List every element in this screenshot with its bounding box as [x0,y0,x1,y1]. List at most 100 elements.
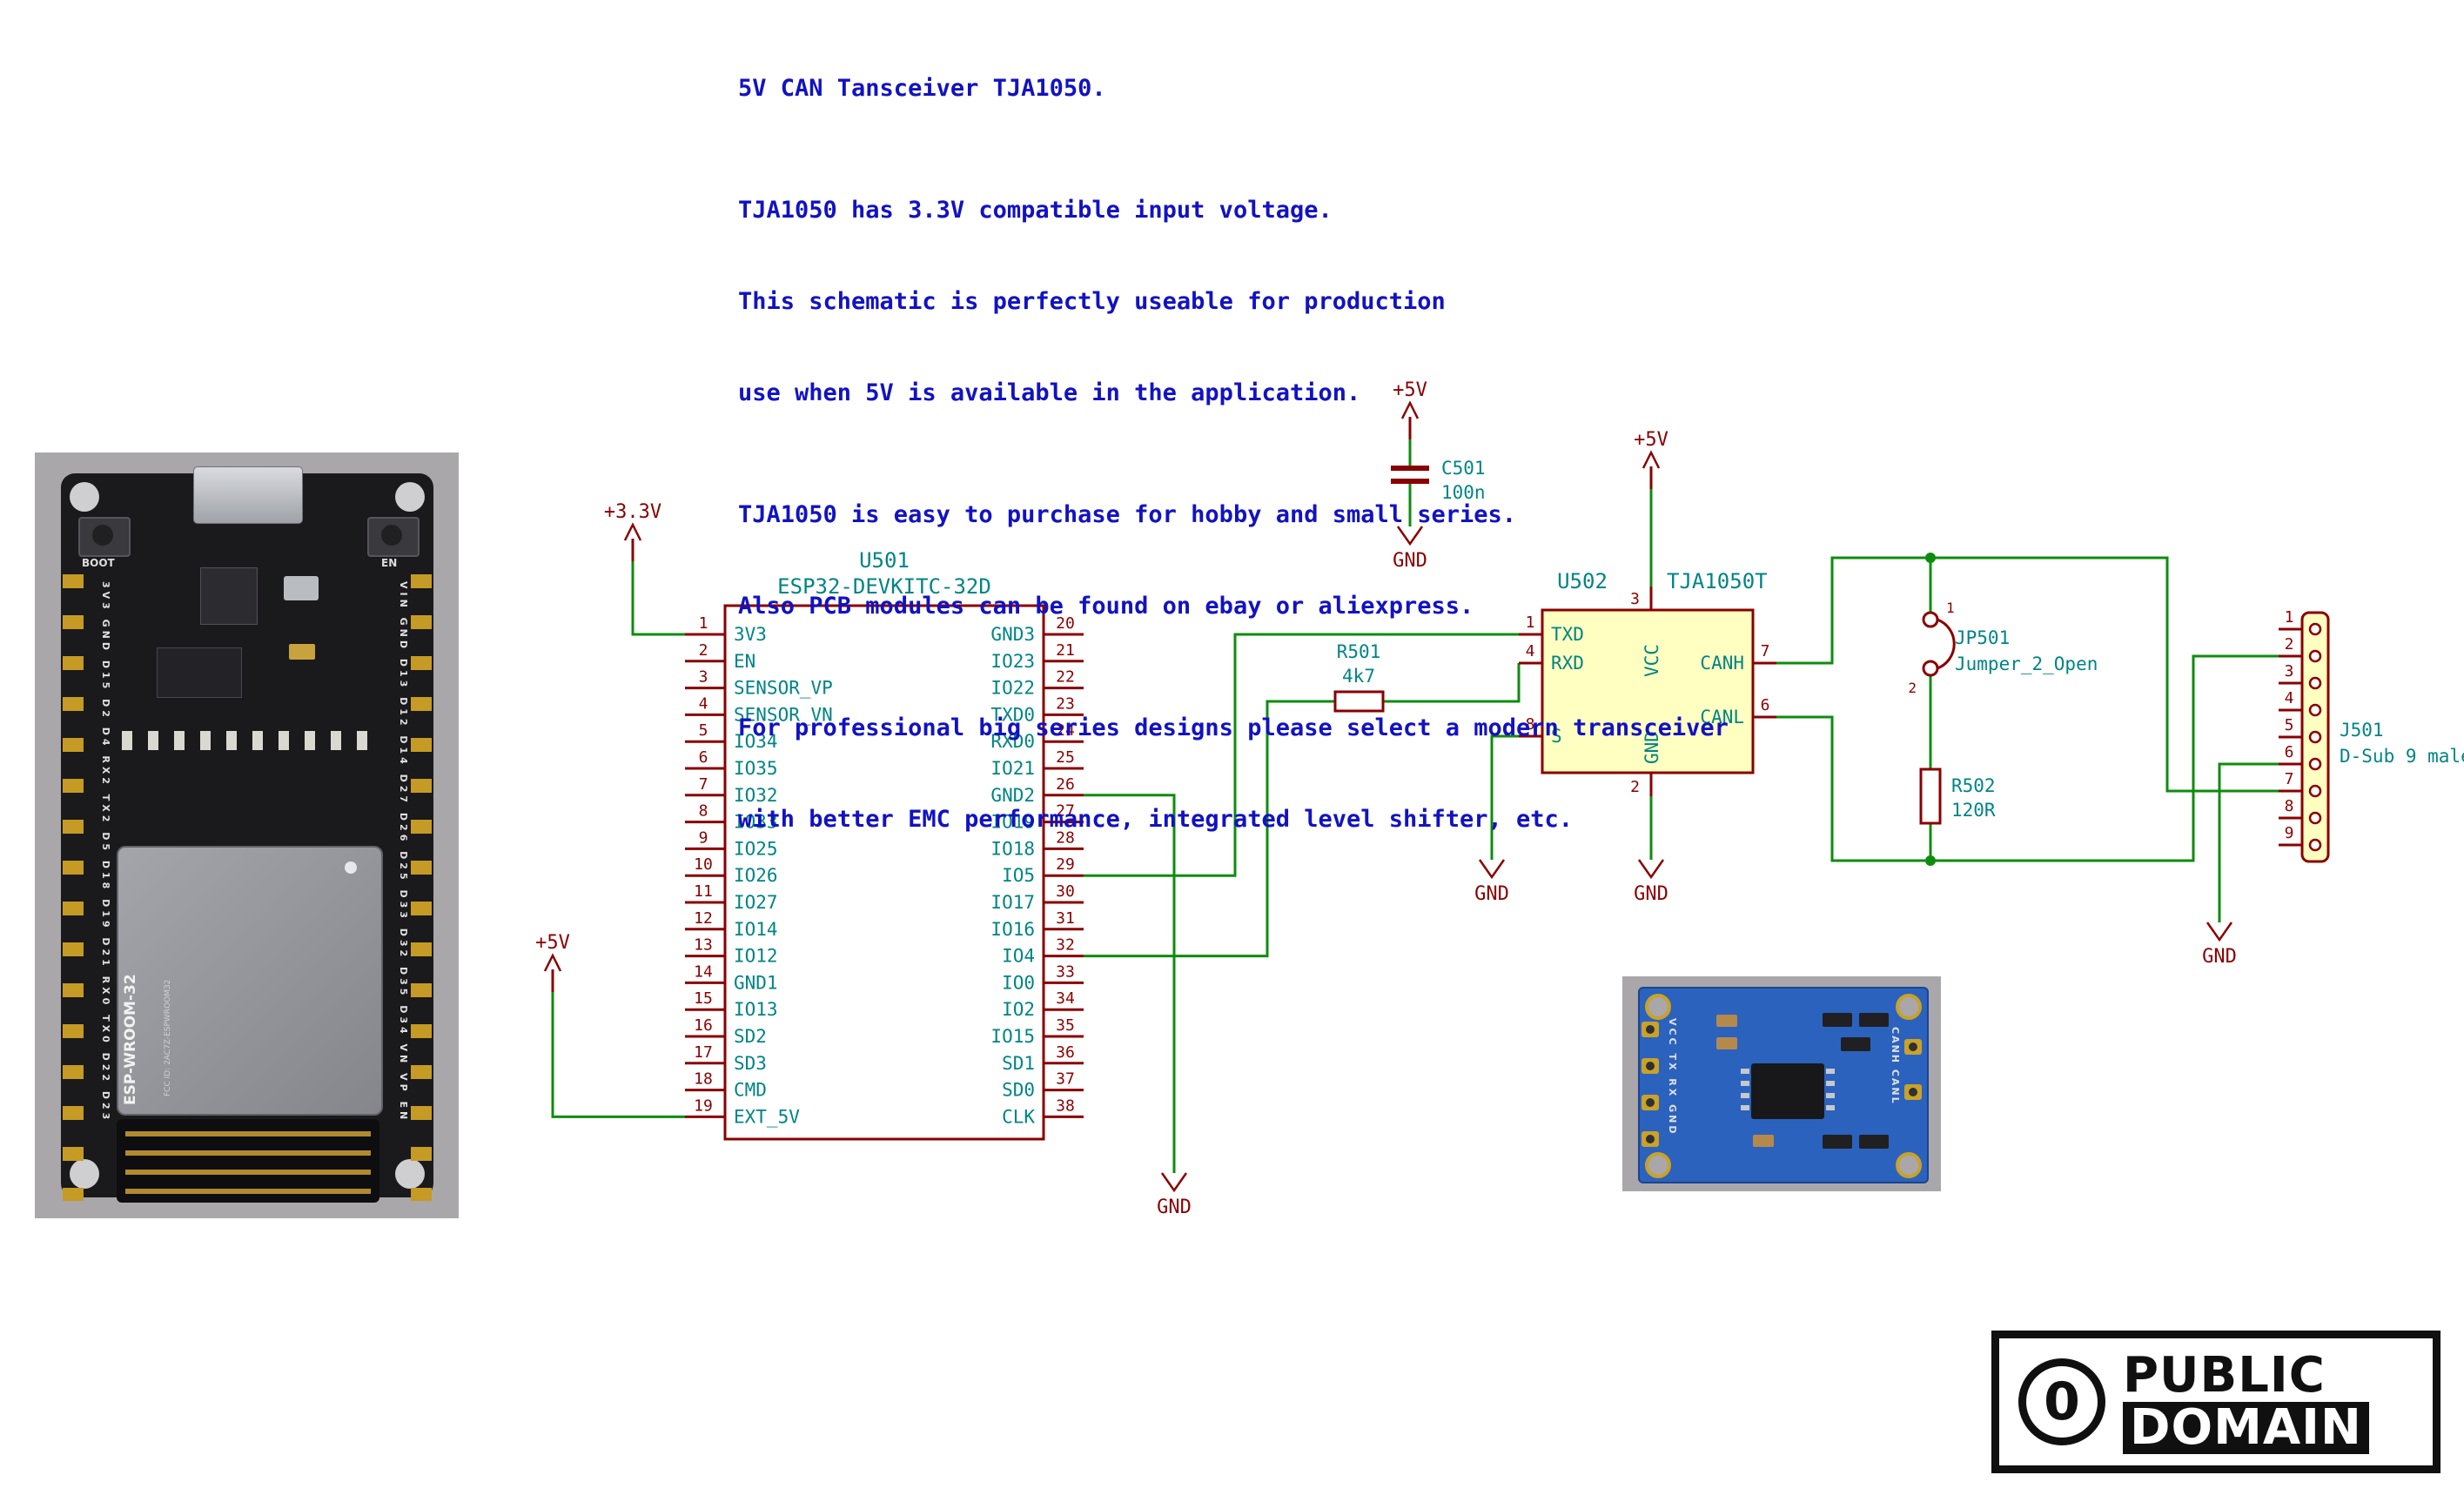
micro-usb-connector [193,466,303,524]
pin-name: EN [734,651,755,672]
pin-number: 7 [1761,642,1770,660]
power-net-label: +5V [535,932,570,954]
pin-name: IO0 [1002,972,1035,993]
pin-name: IO22 [990,678,1035,699]
gnd-pad [1642,1131,1659,1147]
smd-resistor [1841,1037,1870,1051]
note-line: 5V CAN Tansceiver TJA1050. [738,75,1106,102]
pin-name: SD2 [734,1026,767,1047]
j501-pin-circle [2308,757,2322,771]
pin-name: RXD0 [990,731,1035,752]
antenna-meander [125,1128,371,1194]
wire-io4-r501 [1084,700,1335,958]
pin-name: VCC [1642,644,1662,677]
esp32-right-pin-labels: VIN GND D13 D12 D14 D27 D26 D25 D33 D32 … [398,581,409,1123]
pin-number: 1 [699,614,708,633]
fcc-label: FCC ID: 2AC7Z-ESPWROOM32 [164,979,172,1096]
pin-number: 18 [694,1070,713,1089]
jp501-pin-circle [1922,611,1939,628]
schematic-notes: 5V CAN Tansceiver TJA1050. TJA1050 has 3… [738,12,1729,865]
j501-ref: J501 [2340,720,2384,741]
usb-uart-chip [200,567,258,625]
note-line: Also PCB modules can be found on ebay or… [738,593,1474,620]
pin-number: 36 [1056,1043,1075,1062]
r502-body [1919,768,1942,825]
chip-legs-right [1826,1069,1835,1114]
note-line: with better EMC performance, integrated … [738,806,1574,833]
pin-number: 17 [694,1043,713,1062]
pin-name: IO33 [734,812,778,833]
r501-ref: R501 [1337,641,1381,662]
j501-pin-circle [2308,622,2322,636]
pin-number: 11 [694,882,713,901]
j501-value: D-Sub 9 male [2340,746,2464,767]
rx-pad [1642,1095,1659,1110]
pin-name: IO23 [990,651,1035,672]
pin-number: 37 [1056,1070,1075,1089]
pin-name: IO34 [734,731,778,752]
r502-ref: R502 [1951,775,1996,796]
pin-name: SD3 [734,1053,767,1074]
pin-name: IO17 [990,892,1035,913]
pin-name: GND1 [734,972,778,993]
r501-body [1333,690,1385,713]
pin-number: 14 [694,962,713,981]
pin-name: IO5 [1002,865,1035,886]
pd-zero-mark: 0 [2018,1358,2105,1445]
j501-pin-circle [2308,811,2322,825]
can-module-pcb: VCC TX RX GND CANH CANL [1638,987,1929,1183]
pin-number: 38 [1056,1096,1075,1115]
note-line: TJA1050 is easy to purchase for hobby an… [738,501,1517,528]
pin-number: 23 [1056,694,1075,713]
pin-name: IO2 [1002,999,1035,1020]
pin-number: 3 [1630,590,1640,608]
pcb-antenna [117,1119,379,1203]
pin-name: SD0 [1002,1080,1035,1101]
pin-header-right [411,574,432,1201]
pin-number: 34 [1056,989,1075,1008]
pin-number: 4 [2285,689,2294,707]
pin-number: 25 [1056,748,1075,767]
note-line: This schematic is perfectly useable for … [738,288,1446,315]
pin-name: GND2 [990,785,1035,806]
oscillator [284,576,319,600]
pin-name: CANL [1700,707,1744,727]
note-line: use when 5V is available in the applicat… [738,379,1361,406]
pin-number: 2 [2285,635,2294,654]
esp32-board-photo: BOOT EN 3V3 GND D15 D2 D4 RX2 TX2 D5 D18… [35,453,459,1218]
junction-dot [1925,855,1936,866]
smd-resistor [1859,1013,1889,1027]
jp501-arc [1937,618,1956,670]
tantalum-capacitor [289,644,315,660]
power-arrow-icon [1642,450,1661,469]
pin-number: 29 [1056,855,1075,874]
pin-name: IO35 [734,758,778,779]
power-net-label: +5V [1393,379,1427,401]
c501-value: 100n [1441,482,1486,503]
can-left-labels: VCC TX RX GND [1667,1018,1678,1136]
pin-number: 8 [1526,715,1535,734]
r501-value: 4k7 [1342,666,1375,687]
pin-number: 7 [2285,770,2294,788]
canl-pad [1904,1084,1922,1100]
pin-number: 3 [699,668,708,687]
pin-name: IO13 [734,999,778,1020]
note-line: For professional big series designs plea… [738,714,1729,741]
pin-number: 8 [2285,797,2294,815]
r502-value: 120R [1951,800,1996,821]
pin-name: RXD [1551,653,1584,674]
gnd-arrow-icon [1396,526,1424,546]
pin-number: 2 [699,641,708,660]
pin-name: S [1551,726,1562,747]
gnd-net-label: GND [1474,883,1509,905]
pin-number: 9 [2285,824,2294,842]
smd-capacitor [1716,1015,1737,1027]
gnd-arrow-icon [1478,859,1506,880]
esp32-left-pin-labels: 3V3 GND D15 D2 D4 RX2 TX2 D5 D18 D19 D21… [100,581,111,1123]
gnd-arrow-icon [1160,1172,1188,1193]
pin-name: IO16 [990,919,1035,940]
pin-name: SD1 [1002,1053,1035,1074]
j501-pin-circle [2308,784,2322,798]
gnd-arrow-icon [2206,922,2233,942]
